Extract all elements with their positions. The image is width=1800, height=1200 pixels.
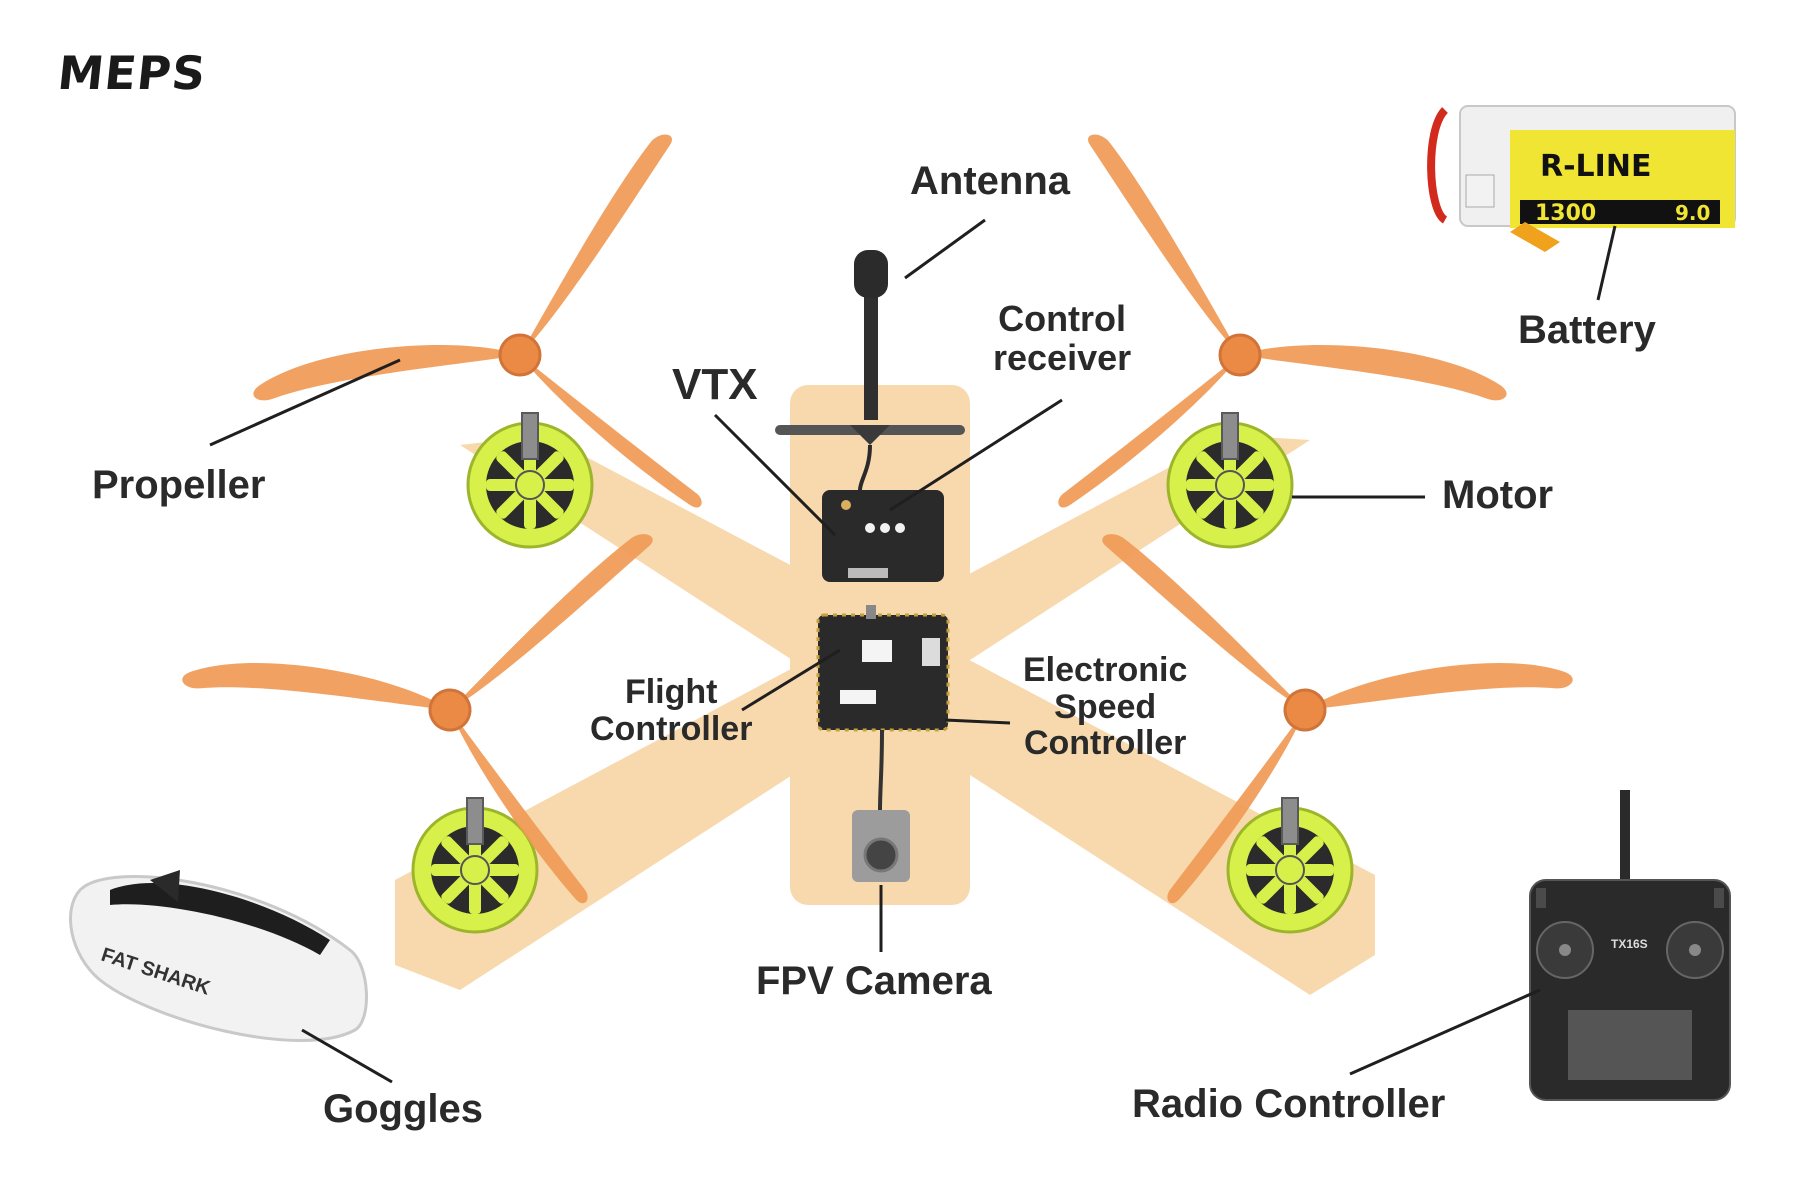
label-fpv-camera: FPV Camera (756, 959, 992, 1003)
label-goggles: Goggles (323, 1087, 484, 1131)
fc-esc-stack (816, 605, 950, 732)
battery-brand-text: R-LINE (1540, 149, 1651, 184)
label-battery: Battery (1518, 308, 1656, 352)
battery-capacity-text: 1300 (1535, 201, 1596, 226)
label-antenna: Antenna (910, 159, 1070, 203)
leader-lines (209, 218, 1617, 1084)
logo: MEPS (55, 46, 209, 100)
goggles-image: FAT SHARK (68, 870, 368, 1042)
fpv-camera-part (852, 729, 910, 882)
label-flight-controller: Flight Controller (590, 673, 753, 748)
battery-image: R-LINE 1300 9.0 (1427, 105, 1736, 252)
label-radio-controller: Radio Controller (1132, 1082, 1446, 1126)
label-propeller: Propeller (92, 463, 266, 507)
motor-front-right (1166, 411, 1294, 549)
label-motor: Motor (1442, 473, 1554, 517)
vtx-board (822, 490, 944, 582)
radio-model-text: TX16S (1611, 937, 1648, 951)
battery-version-text: 9.0 (1675, 201, 1710, 225)
label-vtx: VTX (672, 360, 758, 409)
label-control-receiver: Control receiver (993, 298, 1132, 378)
label-electronic-speed-controller: Electronic Speed Controller (1023, 651, 1188, 763)
motor-front-left (466, 411, 594, 549)
radio-controller-image: TX16S (1529, 790, 1731, 1101)
antenna (775, 250, 965, 491)
